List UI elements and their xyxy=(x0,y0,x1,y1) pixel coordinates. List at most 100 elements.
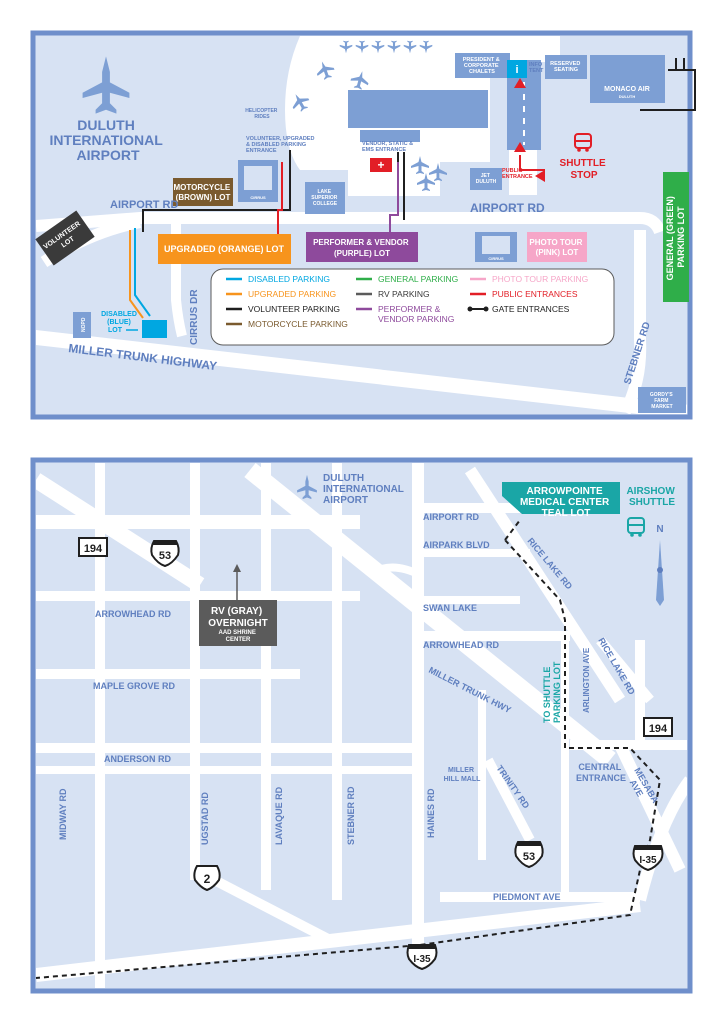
monaco-air-label: MONACO AIR xyxy=(604,86,650,93)
airshow-shuttle-label: AIRSHOW SHUTTLE xyxy=(626,486,677,508)
svg-text:2: 2 xyxy=(204,872,211,886)
legend-label: PUBLIC ENTRANCES xyxy=(492,289,578,299)
upgraded-route-line xyxy=(129,230,144,319)
svg-text:194: 194 xyxy=(649,723,668,735)
legend-label: GENERAL PARKING xyxy=(378,274,458,284)
performer-lot xyxy=(306,232,418,262)
shuttle-route-line xyxy=(35,519,662,979)
central-entrance-label: CENTRAL ENTRANCE xyxy=(576,762,626,783)
nopd-label: NOPD xyxy=(81,317,87,332)
reserved-seating-label: RESERVED SEATING xyxy=(550,61,582,73)
miller-trunk-highway xyxy=(36,330,687,414)
president-chalets xyxy=(455,53,510,78)
performer-route-line xyxy=(389,162,399,232)
reserved-seating xyxy=(545,55,587,79)
general-lot xyxy=(663,172,689,302)
legend-label: GATE ENTRANCES xyxy=(492,304,570,314)
photo-tour-lot xyxy=(527,232,587,262)
legend-label: PERFORMER & xyxy=(378,304,441,314)
disabled-lot-label: DISABLED (BLUE) LOT xyxy=(101,311,139,334)
ems-station xyxy=(370,158,392,172)
gordys-farm-market xyxy=(638,387,686,413)
legend-gate-dot xyxy=(467,306,473,312)
us-53-top-shield: 53 xyxy=(150,540,180,568)
legend-label: DISABLED PARKING xyxy=(248,274,330,284)
svg-text:194: 194 xyxy=(84,543,103,555)
disabled-route-line xyxy=(134,228,151,317)
rv-lot xyxy=(199,600,277,646)
upgraded-lot xyxy=(158,234,291,264)
volunteer-route-line xyxy=(142,160,291,232)
arrowhead-rd-left-label: ARROWHEAD RD xyxy=(95,609,171,619)
monaco-gate-line xyxy=(640,69,696,111)
legend-label: VENDOR PARKING xyxy=(378,314,454,324)
volunteer-entrance-label: VOLUNTEER, UPGRADED & DISABLED PARKING E… xyxy=(246,136,316,154)
north-arrow-icon xyxy=(656,540,664,606)
disabled-lot xyxy=(142,320,167,338)
arlington-ave-label: ARLINGTON AVE xyxy=(582,647,591,713)
svg-text:i: i xyxy=(515,64,518,76)
info-tent-label: INFO TENT xyxy=(529,62,544,74)
upgraded-entry-line xyxy=(277,162,283,234)
svg-text:I-35: I-35 xyxy=(413,954,431,965)
stebner-rd-label: STEBNER RD xyxy=(346,786,356,845)
svg-text:I-35: I-35 xyxy=(639,855,657,866)
lavaque-rd-label: LAVAQUE RD xyxy=(274,786,284,845)
gate-markers xyxy=(289,58,685,162)
shields: 194 194 53 53 2 I-35 xyxy=(78,537,673,971)
helicopter-label: HELICOPTER RIDES xyxy=(245,108,279,120)
public-entrance-label: PUBLIC ENTRANCE xyxy=(502,168,533,180)
haines-rd-label: HAINES RD xyxy=(426,788,436,838)
public-entrance-arrows xyxy=(514,78,545,182)
cirrus-dr-road xyxy=(171,218,187,338)
miller-hill-mall-label: MILLER HILL MALL xyxy=(444,767,482,783)
svg-text:+: + xyxy=(377,158,384,172)
public-entrance-line xyxy=(519,155,545,171)
airport-name-label: DULUTH INTERNATIONAL AIRPORT xyxy=(50,117,167,163)
jet-duluth-label: JET DULUTH xyxy=(476,173,497,185)
arrowhead-rd-right-label: ARROWHEAD RD xyxy=(423,640,499,650)
cirrus-label: CIRRUS xyxy=(250,195,266,200)
us-2-shield: 2 xyxy=(193,865,221,892)
jet-duluth xyxy=(470,168,502,190)
i-35-right-shield: I-35 xyxy=(632,845,664,872)
general-lot-label: GENERAL (GREEN) PARKING LOT xyxy=(665,194,686,281)
lake-superior-label: LAKE SUPERIOR COLLEGE xyxy=(311,189,339,207)
monaco-air-building xyxy=(590,55,665,103)
shuttle-stop-label: SHUTTLE STOP xyxy=(560,158,609,181)
route-194-left-shield xyxy=(78,537,108,557)
airport-site-map: i + xyxy=(30,30,696,420)
anderson-rd-label: ANDERSON RD xyxy=(104,754,172,764)
shuttle-bus-icon xyxy=(574,133,592,152)
terminal-building xyxy=(348,90,488,128)
legend-label: MOTORCYCLE PARKING xyxy=(248,319,348,329)
ugstad-rd-label: UGSTAD RD xyxy=(200,792,210,845)
motorcycle-lot xyxy=(173,178,233,206)
cirrus-right-label: CIRRUS xyxy=(488,256,504,261)
airport-rd-left-label: AIRPORT RD xyxy=(110,199,179,211)
north-label: N xyxy=(656,524,663,535)
maple-grove-label: MAPLE GROVE RD xyxy=(93,681,176,691)
photo-tour-lot-label: PHOTO TOUR (PINK) LOT xyxy=(529,238,584,257)
us-53-bottom-shield: 53 xyxy=(514,841,544,869)
performer-lot-label: PERFORMER & VENDOR (PURPLE) LOT xyxy=(313,238,411,258)
president-label: PRESIDENT & CORPORATE CHALETS xyxy=(463,57,502,75)
stebner-rd-road xyxy=(619,230,647,414)
swan-lake-label: SWAN LAKE xyxy=(423,603,477,613)
legend-label: PHOTO TOUR PARKING xyxy=(492,274,588,284)
legend-gate-dot xyxy=(483,306,489,312)
rv-lot-label: RV (GRAY) OVERNIGHT xyxy=(208,606,267,629)
route-194-right-shield xyxy=(643,717,673,737)
motorcycle-lot-label: MOTORCYCLE (BROWN) LOT xyxy=(174,183,233,202)
gordys-label: GORDY'S FARM MARKET xyxy=(650,392,674,410)
svg-text:53: 53 xyxy=(523,851,535,863)
airport-rd-right-label: AIRPORT RD xyxy=(470,201,545,215)
midway-rd-label: MIDWAY RD xyxy=(58,788,68,840)
street-grid xyxy=(36,463,687,988)
legend-box xyxy=(210,268,615,346)
upgraded-lot-label: UPGRADED (ORANGE) LOT xyxy=(164,244,284,254)
shuttle-bus-icon xyxy=(627,517,645,537)
airport-rd-label: AIRPORT RD xyxy=(423,512,480,522)
bottom-airport-name-label: DULUTH INTERNATIONAL AIRPORT xyxy=(323,473,407,506)
